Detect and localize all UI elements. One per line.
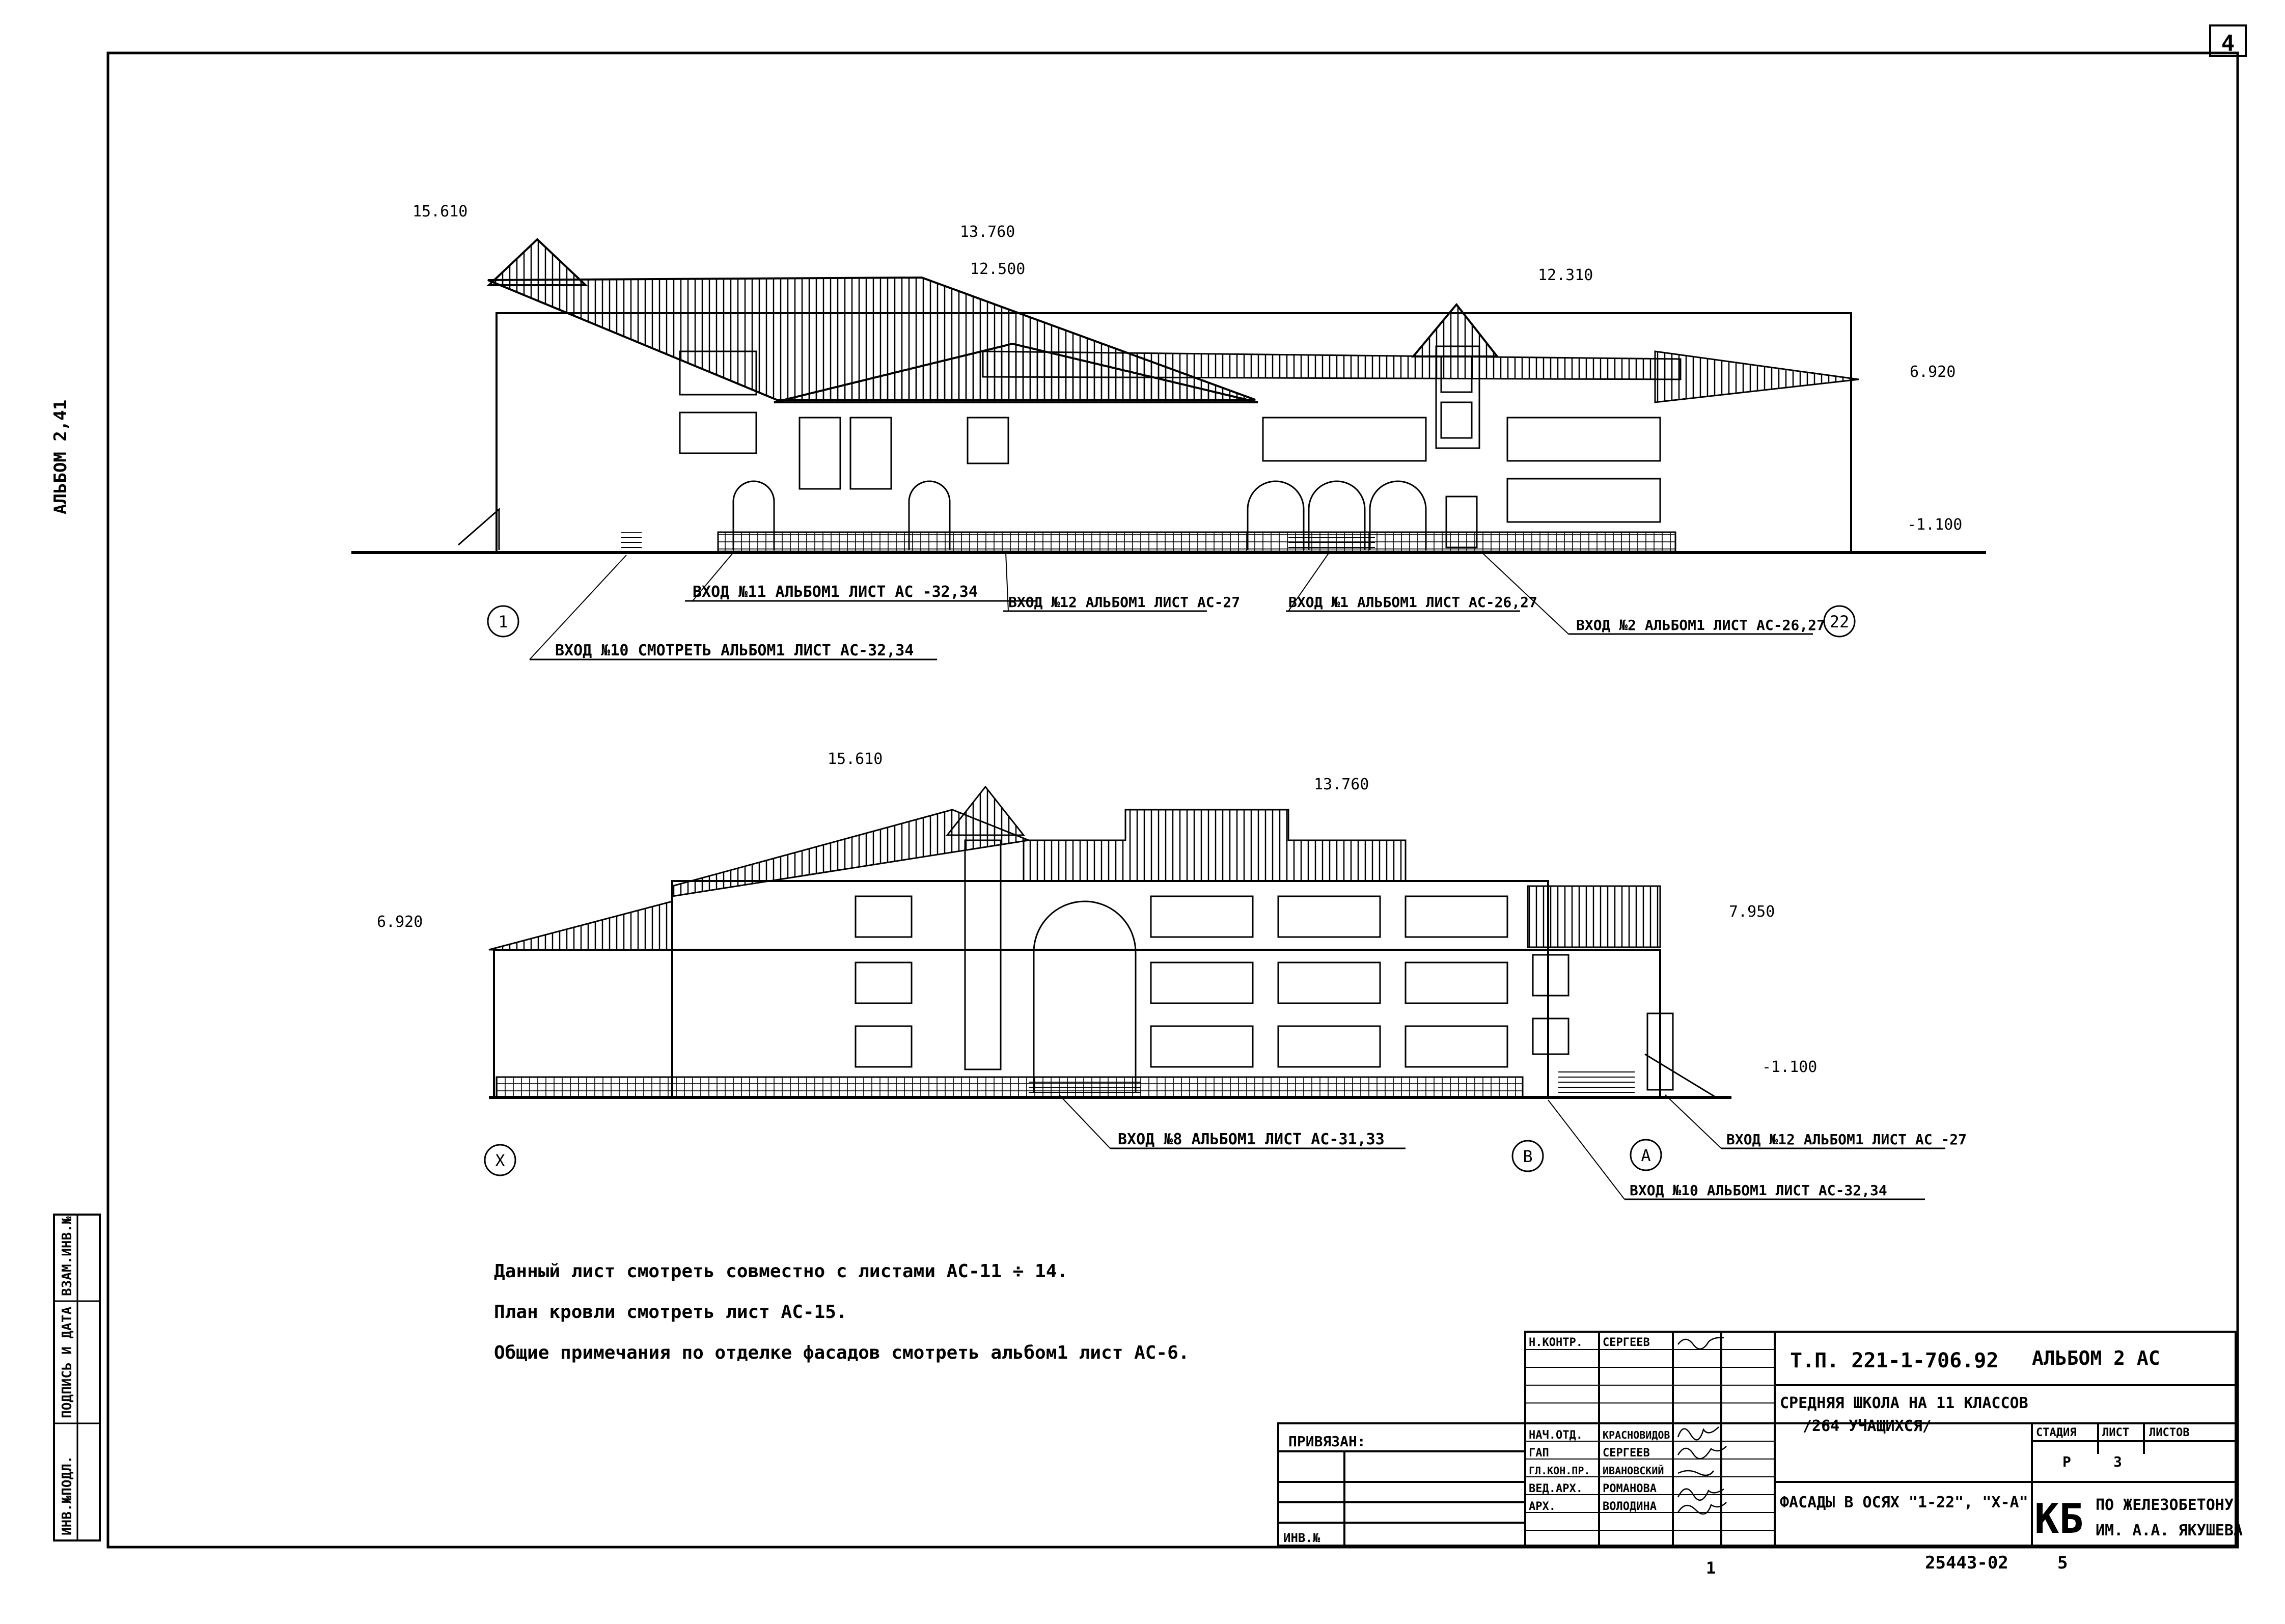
svg-text:КРАСНОВИДОВ: КРАСНОВИДОВ [1603,1429,1670,1441]
elevation-2-x-a: 15.610 13.760 6.920 7.950 -1.100 Х В А В… [377,750,1967,1200]
elevation-1-1-22: 15.610 13.760 12.500 12.310 6.920 -1.100… [351,203,1986,660]
album-label: АЛЬБОМ 2 АС [2032,1347,2160,1369]
sheet-title: ФАСАДЫ В ОСЯХ "1-22", "Х-А" [1780,1494,2028,1511]
inv-no-label: ИНВ.№ [1283,1531,1320,1545]
left-stamp-strip: ИНВ.№ПОДЛ. ПОДПИСЬ И ДАТА ВЗАМ.ИНВ.№ [53,1214,101,1542]
notes: Данный лист смотреть совместно с листами… [494,1261,1189,1363]
svg-text:В: В [1523,1147,1532,1166]
elevation-1-axes: 1 22 [487,605,1856,638]
svg-text:22: 22 [1830,612,1850,631]
archive-number: 25443-02 [1925,1553,2008,1573]
svg-text:12.310: 12.310 [1538,266,1593,284]
sheets-header: ЛИСТОВ [2149,1426,2189,1439]
project-code: Т.П. 221-1-706.92 [1790,1349,1998,1372]
svg-text:15.610: 15.610 [412,203,467,221]
svg-text:13.760: 13.760 [960,223,1015,241]
svg-text:6.920: 6.920 [1910,363,1956,381]
svg-text:ГАП: ГАП [1529,1447,1549,1460]
svg-text:ВХОД №2 АЛЬБОМ1 ЛИСТ АС-26,27: ВХОД №2 АЛЬБОМ1 ЛИСТ АС-26,27 [1576,617,1825,634]
stamp-label-signature: ПОДПИСЬ И ДАТА [60,1307,75,1418]
sheet-number: 4 [2221,31,2235,57]
bottom-number-5: 5 [2057,1553,2068,1573]
note-1: Данный лист смотреть совместно с листами… [494,1261,1068,1282]
svg-text:1: 1 [498,612,508,631]
svg-text:-1.100: -1.100 [1907,516,1962,534]
svg-text:ВЕД.АРХ.: ВЕД.АРХ. [1529,1482,1583,1495]
note-2: План кровли смотреть лист АС-15. [494,1302,847,1323]
svg-text:ВХОД №12 АЛЬБОМ1 ЛИСТ АС -27: ВХОД №12 АЛЬБОМ1 ЛИСТ АС -27 [1726,1131,1967,1148]
svg-text:АРХ.: АРХ. [1529,1500,1556,1513]
svg-text:ВХОД №10 СМОТРЕТЬ АЛЬБОМ1 ЛИСТ: ВХОД №10 СМОТРЕТЬ АЛЬБОМ1 ЛИСТ АС-32,34 [555,642,914,659]
title-block: ПРИВЯЗАН: ИНВ.№ Н.КОНТР. НАЧ.ОТД. ГАП ГЛ… [1277,1331,2243,1547]
album-side-label: АЛЬБОМ 2,41 [50,400,71,514]
svg-text:ИВАНОВСКИЙ: ИВАНОВСКИЙ [1603,1465,1664,1477]
svg-text:СЕРГЕЕВ: СЕРГЕЕВ [1603,1336,1650,1349]
inner-frame [106,51,2239,1549]
svg-text:13.760: 13.760 [1314,776,1369,793]
svg-text:15.610: 15.610 [828,750,883,768]
svg-text:РОМАНОВА: РОМАНОВА [1603,1482,1657,1495]
elevation-1-levels: 15.610 13.760 12.500 12.310 6.920 -1.100 [412,203,1962,534]
svg-text:СЕРГЕЕВ: СЕРГЕЕВ [1603,1447,1650,1460]
svg-text:12.500: 12.500 [970,260,1025,278]
org-line-2: ИМ. А.А. ЯКУШЕВА [2096,1522,2243,1539]
svg-text:ВХОД №1 АЛЬБОМ1 ЛИСТ АС-26,27: ВХОД №1 АЛЬБОМ1 ЛИСТ АС-26,27 [1288,594,1537,611]
note-3: Общие примечания по отделке фасадов смот… [494,1342,1189,1363]
stamp-label-vzam: ВЗАМ.ИНВ.№ [60,1216,75,1296]
stage-header: СТАДИЯ [2036,1426,2076,1439]
svg-text:НАЧ.ОТД.: НАЧ.ОТД. [1529,1429,1583,1442]
sheet-value: 3 [2113,1453,2122,1470]
object-line-1: СРЕДНЯЯ ШКОЛА НА 11 КЛАССОВ [1780,1394,2028,1412]
privyazan-label: ПРИВЯЗАН: [1288,1433,1366,1450]
org-logo: КБ [2034,1495,2083,1543]
svg-text:ВХОД №12 АЛЬБОМ1 ЛИСТ АС-27: ВХОД №12 АЛЬБОМ1 ЛИСТ АС-27 [1008,594,1240,611]
svg-text:6.920: 6.920 [377,913,423,931]
sheet-header: ЛИСТ [2102,1426,2129,1439]
stamp-label-inv: ИНВ.№ПОДЛ. [60,1455,75,1535]
svg-text:ВХОД №10 АЛЬБОМ1 ЛИСТ АС-32,34: ВХОД №10 АЛЬБОМ1 ЛИСТ АС-32,34 [1630,1182,1887,1199]
svg-text:Х: Х [495,1151,505,1170]
stage-value: Р [2062,1453,2071,1470]
org-line-1: ПО ЖЕЛЕЗОБЕТОНУ [2096,1496,2234,1514]
svg-text:Н.КОНТР.: Н.КОНТР. [1529,1336,1583,1349]
signatures [1677,1337,1727,1515]
svg-text:-1.100: -1.100 [1762,1058,1817,1076]
svg-text:ГЛ.КОН.ПР.: ГЛ.КОН.ПР. [1529,1465,1590,1477]
svg-text:А: А [1641,1146,1650,1165]
svg-text:ВОЛОДИНА: ВОЛОДИНА [1603,1500,1657,1513]
elevation-2-axes: Х В А [484,1139,1662,1176]
object-line-2: /264 УЧАЩИХСЯ/ [1803,1417,1932,1435]
svg-text:7.950: 7.950 [1729,903,1775,921]
svg-text:ВХОД №11 АЛЬБОМ1 ЛИСТ АС -32,3: ВХОД №11 АЛЬБОМ1 ЛИСТ АС -32,34 [693,583,978,601]
svg-text:ВХОД №8 АЛЬБОМ1 ЛИСТ АС-31,33: ВХОД №8 АЛЬБОМ1 ЛИСТ АС-31,33 [1118,1131,1385,1148]
sheet-number-box [2209,24,2247,57]
elevation-1-callouts: ВХОД №11 АЛЬБОМ1 ЛИСТ АС -32,34 ВХОД №12… [529,552,1825,660]
elevation-2-levels: 15.610 13.760 6.920 7.950 -1.100 [377,750,1817,1076]
elevation-2-callouts: ВХОД №8 АЛЬБОМ1 ЛИСТ АС-31,33 ВХОД №12 А… [1059,1094,1967,1200]
bottom-number-1: 1 [1706,1558,1716,1578]
